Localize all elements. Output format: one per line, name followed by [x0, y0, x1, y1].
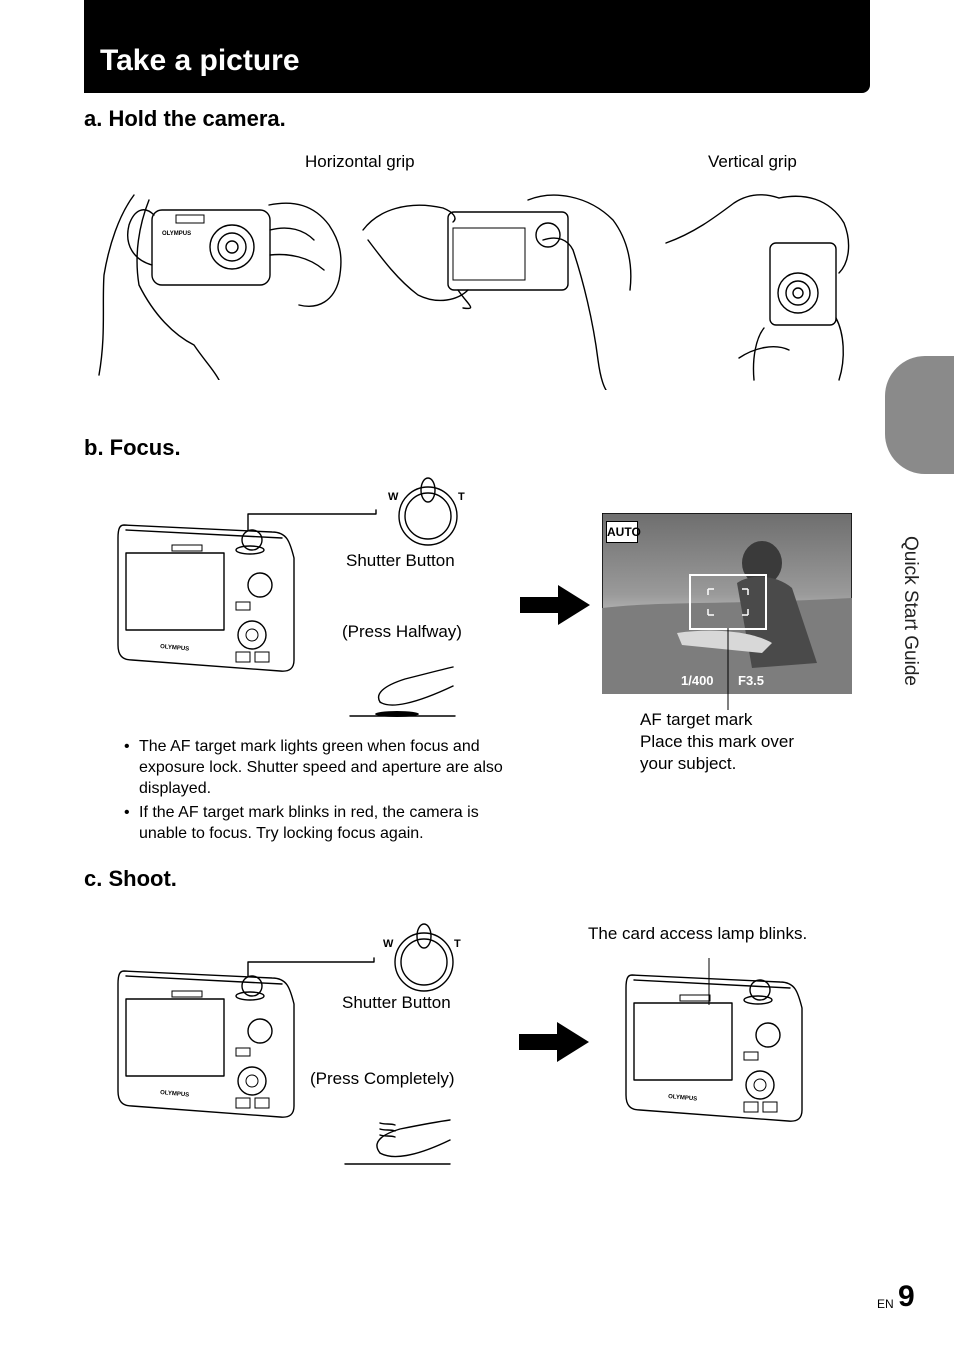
horizontal-grip-label: Horizontal grip [305, 152, 415, 171]
camera-lamp-illustration: OLYMPUS [625, 958, 803, 1122]
press-completely-label: (Press Completely) [310, 1069, 455, 1088]
finger-press-halfway-icon [349, 666, 456, 717]
focus-note-2: If the AF target mark blinks in red, the… [124, 802, 518, 844]
shutter-speed-readout: 1/400 [681, 673, 714, 688]
finger-press-completely-icon [344, 1119, 451, 1165]
side-tab [885, 356, 954, 474]
camera-brand-text: OLYMPUS [162, 231, 191, 237]
dial-t-label: T [458, 491, 465, 503]
lcd-preview [602, 513, 852, 694]
section-c-heading: c. Shoot. [84, 866, 177, 891]
af-caption: AF target mark Place this mark over your… [640, 709, 794, 775]
shutter-button-label: Shutter Button [346, 551, 455, 570]
horizontal-grip-back-illustration [362, 194, 632, 390]
focus-notes-list: The AF target mark lights green when foc… [124, 736, 518, 847]
camera-brand-text: OLYMPUS [160, 1090, 190, 1099]
af-caption-line1: AF target mark [640, 710, 753, 729]
af-caption-line3: your subject. [640, 754, 737, 773]
focus-note-1: The AF target mark lights green when foc… [124, 736, 518, 799]
dial-t-label: T [454, 938, 461, 950]
horizontal-grip-front-illustration: OLYMPUS [98, 194, 342, 380]
page-title: Take a picture [100, 44, 300, 77]
af-caption-line2: Place this mark over [640, 732, 794, 751]
aperture-readout: F3.5 [738, 673, 765, 688]
camera-focus-illustration: OLYMPUS [117, 509, 377, 672]
section-b-heading: b. Focus. [84, 435, 181, 460]
arrow-right-icon [520, 585, 590, 625]
title-bar [84, 0, 870, 93]
zoom-dial-shoot [394, 923, 454, 992]
dial-w-label: W [388, 491, 399, 503]
zoom-dial-focus [398, 477, 458, 546]
press-halfway-label: (Press Halfway) [342, 622, 462, 641]
vertical-grip-label: Vertical grip [708, 152, 797, 171]
card-access-lamp-label: The card access lamp blinks. [588, 924, 808, 943]
camera-shoot-illustration: OLYMPUS [117, 957, 375, 1118]
camera-brand-text: OLYMPUS [160, 644, 190, 653]
vertical-grip-illustration [665, 194, 850, 381]
section-a-heading: a. Hold the camera. [84, 106, 286, 131]
footer-language: EN [877, 1297, 894, 1311]
arrow-right-icon [519, 1022, 589, 1062]
dial-w-label: W [383, 938, 394, 950]
camera-brand-text: OLYMPUS [668, 1094, 698, 1103]
af-pointer-line [727, 628, 729, 710]
side-tab-label: Quick Start Guide [900, 536, 921, 686]
page-number: 9 [898, 1280, 915, 1313]
shutter-button-label: Shutter Button [342, 993, 451, 1012]
auto-mode-badge: AUTO [606, 521, 641, 543]
